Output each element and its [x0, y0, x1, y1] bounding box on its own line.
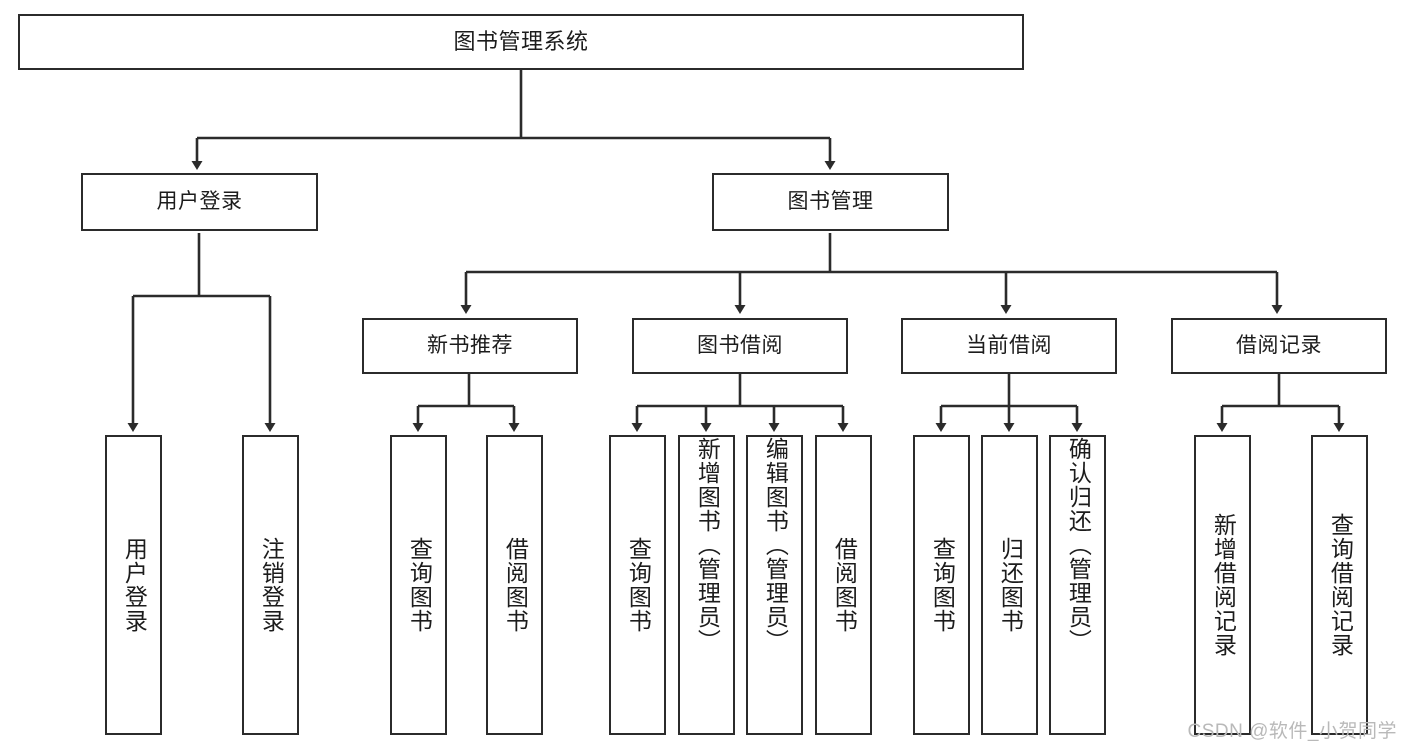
node-book-borrow[interactable]: 图书借阅	[632, 318, 848, 374]
node-current-borrow[interactable]: 当前借阅	[901, 318, 1117, 374]
node-leaf-add-book[interactable]: 新增图书（管理员）	[678, 435, 735, 735]
node-user-login-label: 用户登录	[156, 190, 243, 214]
node-leaf-query-book-1-label: 查询图书	[406, 537, 433, 633]
node-leaf-edit-book[interactable]: 编辑图书（管理员）	[746, 435, 803, 735]
node-book-borrow-label: 图书借阅	[697, 334, 783, 358]
node-leaf-return-book-label: 归还图书	[997, 537, 1024, 633]
node-leaf-confirm-return[interactable]: 确认归还（管理员）	[1049, 435, 1106, 735]
node-book-manage[interactable]: 图书管理	[712, 173, 949, 231]
node-leaf-logout-label: 注销登录	[258, 537, 285, 633]
node-root[interactable]: 图书管理系统	[18, 14, 1024, 70]
node-current-borrow-label: 当前借阅	[966, 334, 1052, 358]
node-leaf-user-login-label: 用户登录	[121, 537, 148, 633]
node-leaf-confirm-return-label: 确认归还（管理员）	[1065, 437, 1092, 653]
node-leaf-borrow-book-2[interactable]: 借阅图书	[815, 435, 872, 735]
node-leaf-add-book-label: 新增图书（管理员）	[694, 437, 721, 653]
node-new-book-recommend-label: 新书推荐	[427, 334, 513, 358]
node-borrow-record[interactable]: 借阅记录	[1171, 318, 1387, 374]
node-leaf-query-book-3[interactable]: 查询图书	[913, 435, 970, 735]
node-new-book-recommend[interactable]: 新书推荐	[362, 318, 578, 374]
node-leaf-query-book-2-label: 查询图书	[625, 537, 652, 633]
node-leaf-query-record-label: 查询借阅记录	[1327, 513, 1354, 657]
node-leaf-add-record-label: 新增借阅记录	[1210, 513, 1237, 657]
watermark-text: CSDN @软件_小贺同学	[1187, 721, 1397, 742]
node-leaf-query-book-3-label: 查询图书	[929, 537, 956, 633]
node-leaf-logout[interactable]: 注销登录	[242, 435, 299, 735]
node-leaf-borrow-book-1[interactable]: 借阅图书	[486, 435, 543, 735]
node-leaf-query-book-2[interactable]: 查询图书	[609, 435, 666, 735]
node-leaf-query-record[interactable]: 查询借阅记录	[1311, 435, 1368, 735]
node-leaf-edit-book-label: 编辑图书（管理员）	[762, 437, 789, 653]
node-leaf-return-book[interactable]: 归还图书	[981, 435, 1038, 735]
node-leaf-add-record[interactable]: 新增借阅记录	[1194, 435, 1251, 735]
node-book-manage-label: 图书管理	[787, 190, 874, 214]
node-root-label: 图书管理系统	[453, 29, 589, 55]
node-leaf-borrow-book-2-label: 借阅图书	[831, 537, 858, 633]
node-leaf-query-book-1[interactable]: 查询图书	[390, 435, 447, 735]
node-user-login[interactable]: 用户登录	[81, 173, 318, 231]
node-borrow-record-label: 借阅记录	[1236, 334, 1322, 358]
node-leaf-borrow-book-1-label: 借阅图书	[502, 537, 529, 633]
node-leaf-user-login[interactable]: 用户登录	[105, 435, 162, 735]
